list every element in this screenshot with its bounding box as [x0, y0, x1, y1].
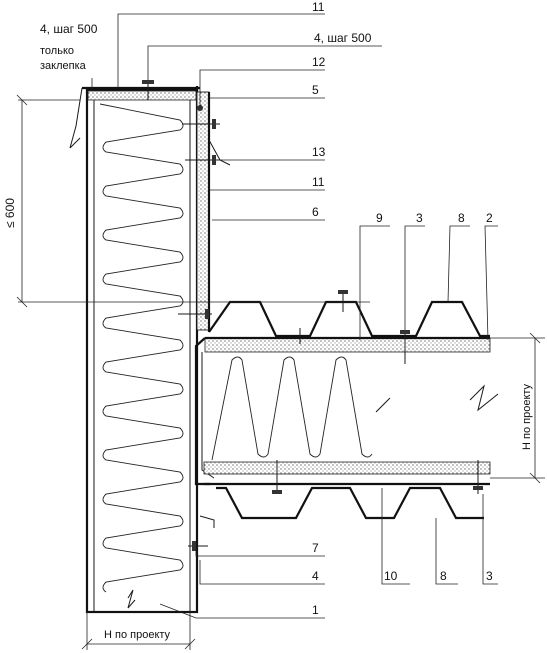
dimension-spacing-label: ≤ 600: [3, 198, 17, 228]
label-10: 10: [384, 569, 398, 583]
break-mark: [127, 589, 136, 609]
label-8-bottom: 8: [440, 569, 447, 583]
horizontal-wool-coil: [211, 356, 373, 461]
label-3-top: 3: [416, 211, 423, 225]
screw-13-upper: [182, 119, 220, 129]
break-mark-horizontal: [469, 384, 499, 412]
label-8-top: 8: [458, 211, 465, 225]
rivet-top: [142, 80, 154, 100]
labels: 11 4, шаг 500 только заклепка 4, шаг 500…: [3, 0, 533, 641]
fasteners: [142, 80, 220, 551]
label-9: 9: [376, 211, 383, 225]
label-5: 5: [312, 83, 319, 97]
label-11-top: 11: [312, 0, 325, 14]
label-4-step-left: 4, шаг 500: [40, 22, 98, 36]
screw-wall-mid: [178, 309, 212, 319]
dimension-h-vertical-label: H по проекту: [521, 383, 533, 450]
horizontal-panel: [194, 290, 499, 528]
label-13: 13: [312, 145, 326, 159]
label-rivet-only-1: только: [40, 45, 74, 57]
screw-13-lower: [185, 155, 220, 165]
label-3-bottom: 3: [486, 569, 493, 583]
label-12: 12: [312, 55, 326, 69]
dimensions: [16, 94, 545, 650]
lower-profiled-sheet: [216, 486, 484, 520]
mineral-wool-coil: [99, 103, 184, 593]
upper-profiled-sheet: [208, 300, 490, 338]
dimension-h-horizontal-label: H по проекту: [104, 629, 171, 641]
label-7: 7: [312, 541, 319, 555]
leader-lines: [91, 13, 498, 619]
label-2: 2: [486, 211, 493, 225]
label-1: 1: [312, 603, 319, 617]
screw-7: [188, 541, 208, 551]
label-4-bottom: 4: [312, 569, 319, 583]
label-rivet-only-2: заклепка: [40, 60, 87, 72]
label-6: 6: [312, 205, 319, 219]
label-11-mid: 11: [312, 175, 325, 189]
flashing-strip: [69, 86, 231, 332]
vertical-wall-panel: [85, 88, 199, 614]
label-4-step-right: 4, шаг 500: [314, 31, 372, 45]
